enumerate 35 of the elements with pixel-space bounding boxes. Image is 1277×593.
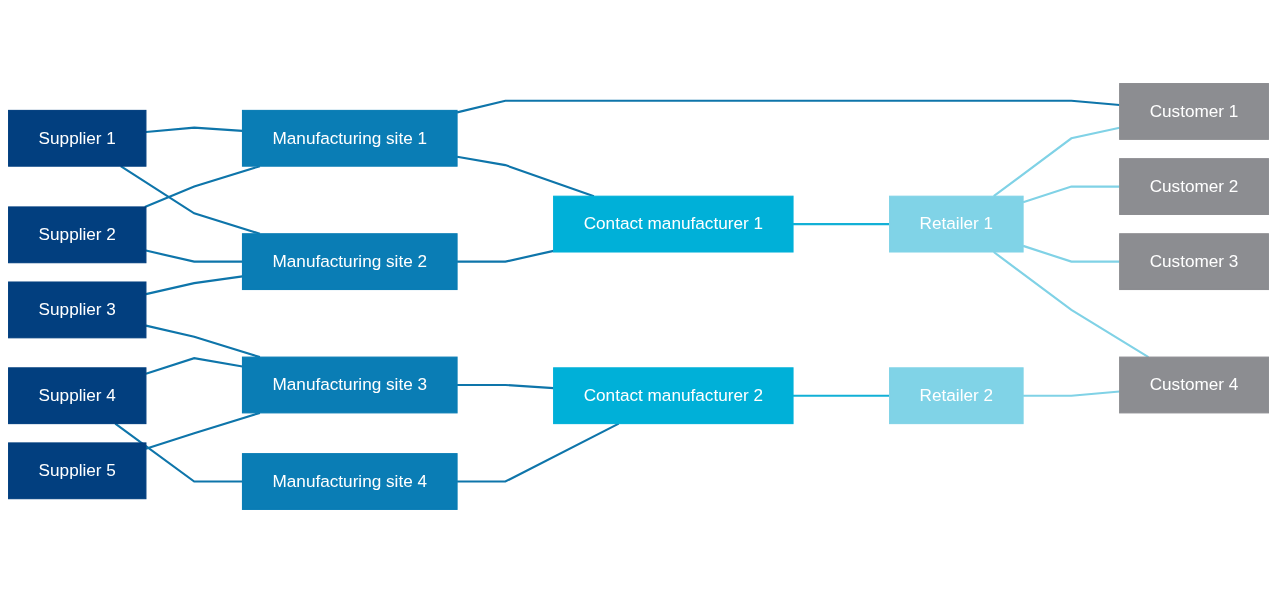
connector xyxy=(457,383,554,390)
node-box: Manufacturing site 2 xyxy=(241,233,458,291)
node-box: Supplier 2 xyxy=(8,206,147,264)
node-box: Customer 4 xyxy=(1119,356,1269,414)
node-box: Supplier 4 xyxy=(8,367,147,425)
node-box: Retailer 2 xyxy=(889,367,1024,425)
connector xyxy=(1023,390,1120,397)
connector xyxy=(145,411,261,450)
node-box: Manufacturing site 1 xyxy=(241,109,458,167)
node-box: Contact manufacturer 1 xyxy=(553,195,794,253)
connector xyxy=(145,249,243,263)
node-box: Customer 1 xyxy=(1119,83,1269,140)
node-box: Supplier 1 xyxy=(8,109,147,167)
node-box: Manufacturing site 3 xyxy=(241,356,458,414)
connector xyxy=(793,223,890,226)
connector xyxy=(993,126,1120,198)
connector xyxy=(145,126,243,134)
node-box: Contact manufacturer 2 xyxy=(553,367,794,425)
connector xyxy=(457,422,620,483)
connector xyxy=(120,165,261,235)
connector xyxy=(993,251,1150,358)
connector xyxy=(145,357,243,375)
connector xyxy=(793,394,890,397)
connector xyxy=(144,165,261,208)
connector xyxy=(457,249,554,263)
node-box: Retailer 1 xyxy=(889,195,1024,253)
connector xyxy=(145,275,243,296)
node-box: Customer 3 xyxy=(1119,233,1269,291)
node-box: Supplier 3 xyxy=(8,281,147,339)
connector xyxy=(145,324,261,359)
node-box: Customer 2 xyxy=(1119,158,1269,215)
node-box: Supplier 5 xyxy=(8,442,147,500)
node-box: Manufacturing site 4 xyxy=(241,453,458,510)
connector xyxy=(114,422,243,483)
connector xyxy=(456,99,1120,114)
